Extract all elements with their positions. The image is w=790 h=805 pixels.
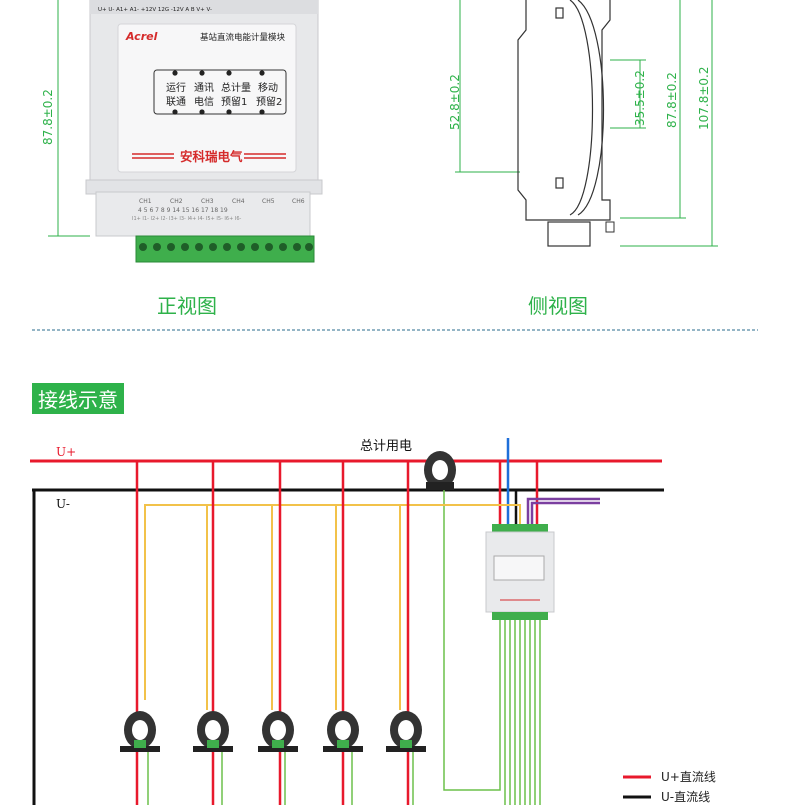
side-outline [517,0,611,221]
top-terminal-strip [90,0,318,14]
wiring-diagram: U+ U- 总计用电 [30,438,716,805]
side-dim-d: 107.8±0.2 [697,67,711,131]
channel-pins: I1+ I1- I2+ I2- I3+ I3- I4+ I4- I5+ I5- … [132,216,242,222]
svg-text:CH5: CH5 [262,198,275,205]
indicator-label-reserve2: 预留2 [256,95,282,108]
company-name: 安科瑞电气 [180,149,243,164]
svg-text:CH1: CH1 [139,198,152,205]
wiring-module [485,524,555,620]
indicator-label-comm: 通讯 [194,82,214,94]
total-ct-sensor [424,451,456,490]
indicator-dots-top [172,70,265,76]
front-view: 87.8±0.2 U+ U- A1+ A1- +12V 12G -12V A B… [41,0,323,263]
u-minus-label: U- [56,497,70,511]
side-view: 52.8±0.2 35.5±0.2 87.8±0.2 107.8±0.2 [448,0,718,247]
branch-feeders [135,461,410,805]
top-terminal-labels: U+ U- A1+ A1- +12V 12G -12V A B V+ V- [98,7,212,13]
brand-logo: Acrel [125,30,158,43]
face-panel [117,23,297,173]
side-view-caption: 侧视图 [528,294,588,318]
front-view-caption: 正视图 [157,294,217,318]
u-plus-label: U+ [56,445,76,459]
svg-text:CH3: CH3 [201,198,214,205]
indicator-label-total: 总计量 [221,81,251,94]
legend-label-u-minus: U-直流线 [661,790,710,804]
indicator-box [153,69,287,115]
terminal-screws [139,243,313,251]
side-dim-c: 87.8±0.2 [665,72,679,128]
wiring-section-title: 接线示意 [32,383,124,414]
module-title: 基站直流电能计量模块 [200,32,286,43]
svg-text:CH4: CH4 [232,198,245,205]
channel-numbers: 4 5 6 7 8 9 14 15 16 17 18 19 [138,207,228,214]
indicator-label-reserve1: 预留1 [221,95,247,108]
total-label: 总计用电 [360,439,412,454]
front-dim-label: 87.8±0.2 [41,89,55,145]
indicator-label-run: 运行 [166,81,186,94]
lower-housing [95,191,311,237]
side-terminal [547,221,591,247]
indicator-label-mobile: 移动 [258,81,278,94]
indicator-dots-bottom [172,109,265,115]
indicator-label-unicom: 联通 [166,96,186,108]
side-dim-b: 35.5±0.2 [633,70,647,126]
wiring-legend: U+直流线 U-直流线 [623,770,716,804]
branch-ct-sensors [120,711,426,752]
legend-label-u-plus: U+直流线 [661,770,716,784]
channel-labels: CH1 CH2 CH3 CH4 CH5 CH6 [139,198,305,205]
svg-text:CH6: CH6 [292,198,305,205]
indicator-label-telecom: 电信 [194,95,214,108]
svg-text:CH2: CH2 [170,198,183,205]
ct-secondary-wires [147,620,541,805]
side-dim-a: 52.8±0.2 [448,74,462,130]
